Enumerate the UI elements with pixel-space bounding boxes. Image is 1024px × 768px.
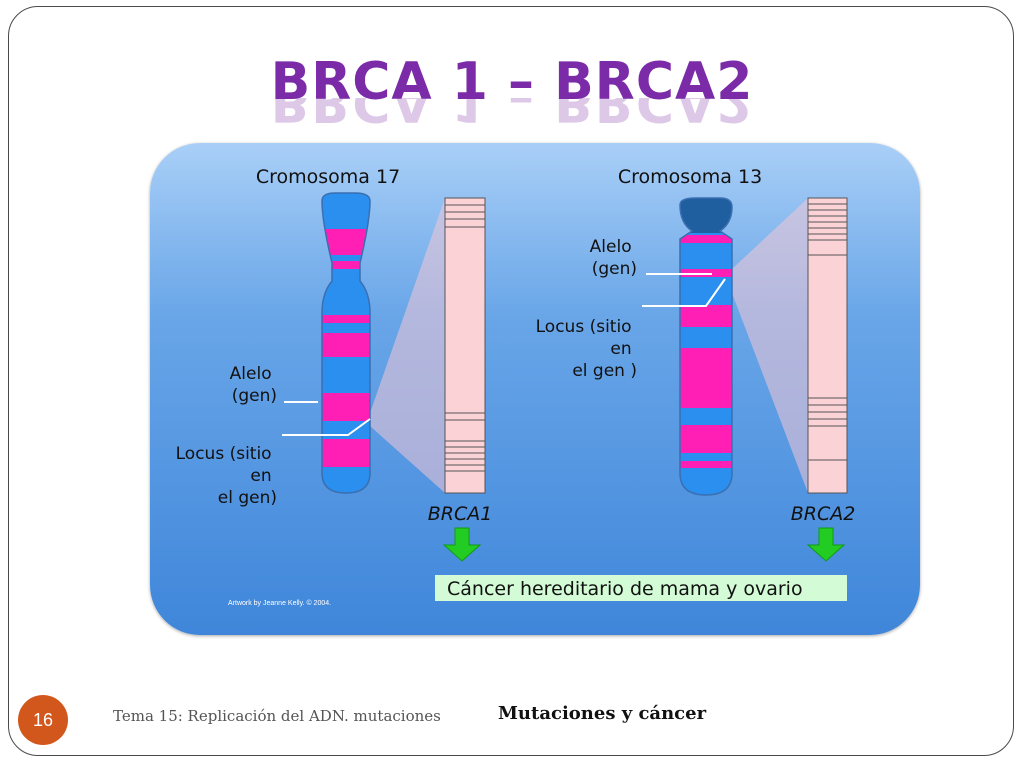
chr13-title: Cromosoma 13 xyxy=(618,166,762,188)
brca2-down-arrow-icon xyxy=(806,527,846,562)
page-number-badge: 16 xyxy=(18,695,68,745)
chr17-outline xyxy=(321,192,371,494)
chr13-body xyxy=(680,198,732,495)
footer-course-title: Tema 15: Replicación del ADN. mutaciones xyxy=(113,707,441,725)
chr13-outline xyxy=(679,197,733,496)
chr17-allele-label: Alelo (gen) xyxy=(230,364,277,406)
chr17-title: Cromosoma 17 xyxy=(256,166,400,188)
chr13-locus-pointer xyxy=(642,278,726,307)
brca1-gene-bar xyxy=(444,197,486,494)
chr17-locus-pointer xyxy=(282,418,371,436)
slide-title: BRCA 1 – BRCA2 xyxy=(270,52,754,112)
chr17-body xyxy=(322,193,370,493)
brca2-label: BRCA2 xyxy=(791,503,856,525)
brca2-gene-bar xyxy=(807,197,848,494)
result-text: Cáncer hereditario de mama y ovario xyxy=(447,578,803,600)
chromosome-diagram: Cromosoma 17 Alelo (gen) Locus (sitio en… xyxy=(176,166,856,607)
result-box xyxy=(435,575,847,601)
brca1-label: BRCA1 xyxy=(428,503,493,525)
chr13-locus-label: Locus (sitio en el gen ) xyxy=(536,317,637,381)
artwork-credit: Artwork by Jeanne Kelly. © 2004. xyxy=(228,599,331,607)
chr17-locus-label: Locus (sitio en el gen) xyxy=(176,444,277,508)
brca1-down-arrow-icon xyxy=(442,527,482,562)
chr13-allele-label: Alelo (gen) xyxy=(590,237,637,279)
footer-topic: Mutaciones y cáncer xyxy=(498,703,707,724)
